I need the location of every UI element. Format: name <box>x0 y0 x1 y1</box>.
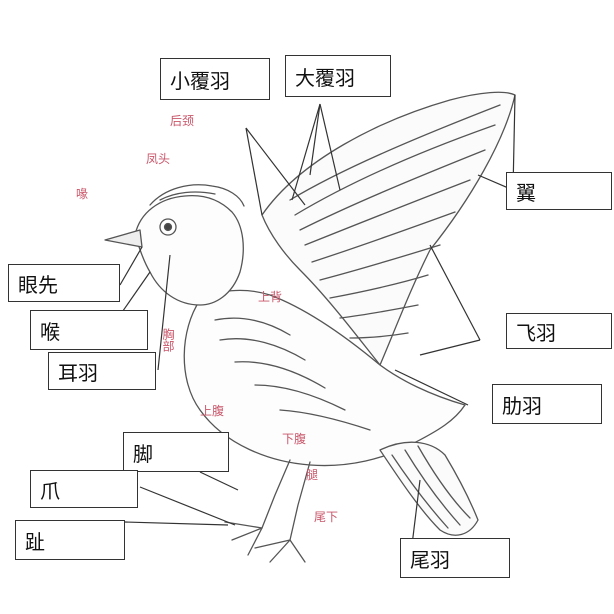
label-lower-belly: 下腹 <box>282 432 307 446</box>
tail-outline <box>379 441 479 536</box>
beak-outline <box>104 229 143 248</box>
label-beak: 喙 <box>76 187 89 201</box>
box-great-coverts: 大覆羽 <box>285 55 391 97</box>
wing-outline <box>261 91 516 366</box>
label-undertail: 尾下 <box>314 510 339 524</box>
label-upper-belly: 上腹 <box>200 404 225 418</box>
label-back: 上背 <box>258 290 283 304</box>
box-flank-feathers: 肋羽 <box>492 384 602 424</box>
box-lores: 眼先 <box>8 264 120 302</box>
label-thigh: 腿 <box>306 468 319 482</box>
head-outline <box>134 194 244 306</box>
box-tail-feathers: 尾羽 <box>400 538 510 578</box>
body-outline <box>183 289 466 467</box>
label-chest: 胸部 <box>161 328 175 352</box>
box-claw: 爪 <box>30 470 138 508</box>
box-leg: 脚 <box>123 432 229 472</box>
box-throat: 喉 <box>30 310 148 350</box>
label-nape: 后颈 <box>170 114 195 128</box>
label-crest: 凤头 <box>146 152 171 166</box>
box-small-coverts: 小覆羽 <box>160 58 270 100</box>
box-ear-coverts: 耳羽 <box>48 352 156 390</box>
box-wing: 翼 <box>506 172 612 210</box>
box-flight-feathers: 飞羽 <box>506 313 612 349</box>
box-toe: 趾 <box>15 520 125 560</box>
